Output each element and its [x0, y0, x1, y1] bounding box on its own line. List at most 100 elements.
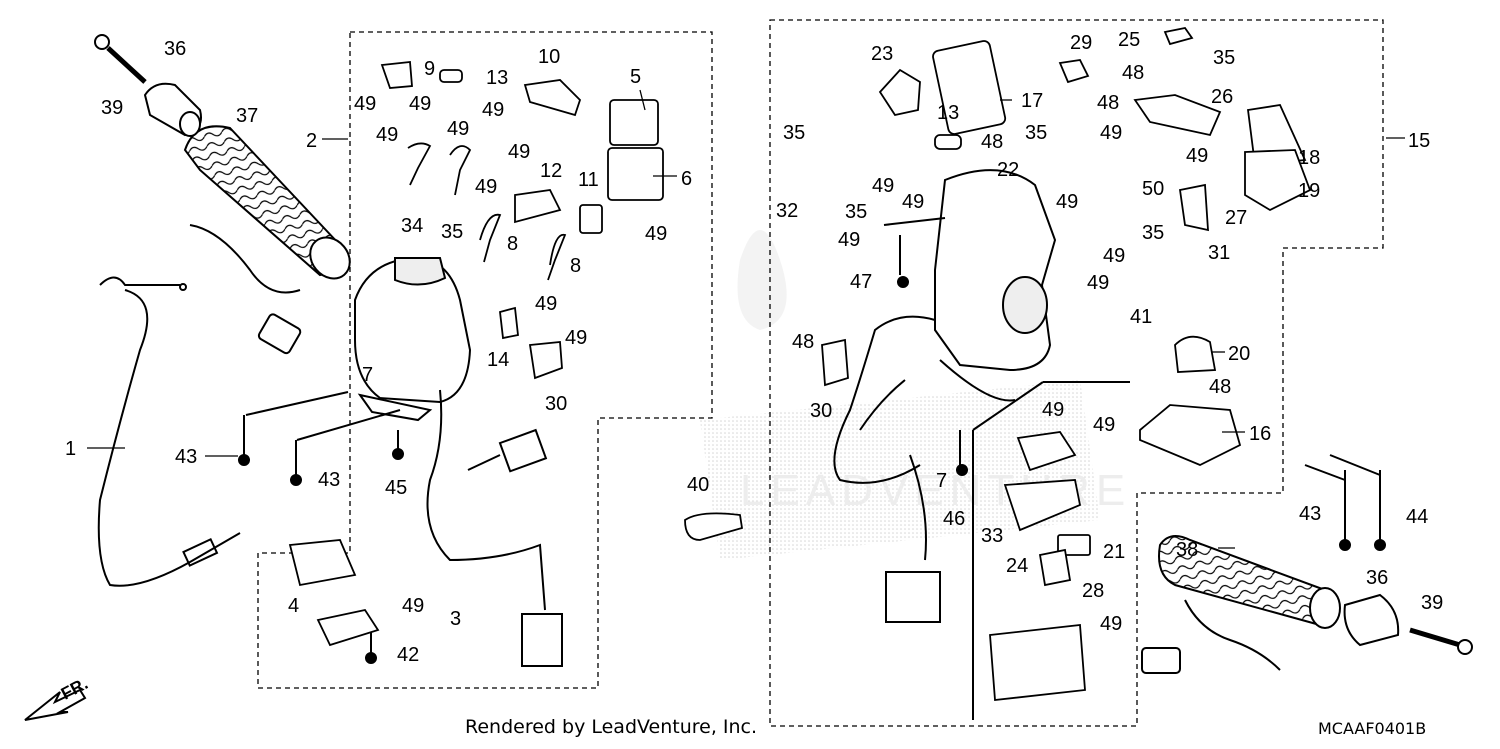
callout: 32 — [776, 200, 798, 222]
callout: 44 — [1406, 506, 1428, 528]
callout: 50 — [1142, 178, 1164, 200]
leader-lines — [87, 89, 1405, 549]
callout: 33 — [981, 525, 1003, 547]
callout: 13 — [486, 67, 508, 89]
callout: 24 — [1006, 555, 1028, 577]
callout: 34 — [401, 215, 423, 237]
callout: 39 — [1421, 592, 1443, 614]
callout: 35 — [1025, 122, 1047, 144]
callout: 49 — [645, 223, 667, 245]
left-bar-end-screw — [94, 34, 147, 84]
callout: 7 — [936, 470, 947, 492]
callout: 18 — [1298, 147, 1320, 169]
throttle-cable — [97, 276, 241, 587]
callout: 47 — [850, 271, 872, 293]
callout: 45 — [385, 477, 407, 499]
callout: 49 — [1103, 245, 1125, 267]
callout: 49 — [1100, 122, 1122, 144]
right-bolts — [883, 217, 1386, 551]
callout: 36 — [164, 38, 186, 60]
callout: 48 — [792, 331, 814, 353]
callout: 30 — [810, 400, 832, 422]
callout: 5 — [630, 66, 641, 88]
callout: 2 — [306, 130, 317, 152]
left-bar-end-weight — [143, 82, 202, 137]
callout: 49 — [508, 141, 530, 163]
callout: 35 — [845, 201, 867, 223]
callout: 49 — [565, 327, 587, 349]
callout: 38 — [1176, 539, 1198, 561]
callout: 42 — [397, 644, 419, 666]
callout: 48 — [1209, 376, 1231, 398]
left-handlebar-grip — [183, 125, 351, 355]
callout: 3 — [450, 608, 461, 630]
callout: 49 — [1186, 145, 1208, 167]
right-switch-housing — [833, 169, 1057, 623]
callout: 14 — [487, 349, 509, 371]
callout: 11 — [578, 169, 599, 191]
callout: 49 — [1100, 613, 1122, 635]
right-handlebar-grip — [1141, 535, 1341, 674]
callout: 16 — [1249, 423, 1271, 445]
callout: 15 — [1408, 130, 1430, 152]
callout: 49 — [447, 118, 469, 140]
callout: 48 — [981, 131, 1003, 153]
callout: 17 — [1021, 90, 1043, 112]
callout: 36 — [1366, 567, 1388, 589]
callout: 49 — [354, 93, 376, 115]
left-small-parts — [288, 61, 664, 647]
callout: 25 — [1118, 29, 1140, 51]
callout: 13 — [937, 102, 959, 124]
callout: 10 — [538, 46, 560, 68]
callout: 8 — [570, 255, 581, 277]
left-bolts — [238, 391, 404, 664]
callout: 49 — [872, 175, 894, 197]
diagram-code: MCAAF0401B — [1318, 719, 1427, 738]
callout: 9 — [424, 58, 435, 80]
callout: 43 — [318, 469, 340, 491]
callout: 23 — [871, 43, 893, 65]
callout: 4 — [288, 595, 299, 617]
callout: 21 — [1103, 541, 1125, 563]
front-direction-arrow-icon — [24, 688, 87, 721]
callout: 35 — [1142, 222, 1164, 244]
callout: 27 — [1225, 207, 1247, 229]
callout: 8 — [507, 233, 518, 255]
callout: 49 — [1087, 272, 1109, 294]
callout: 49 — [1042, 399, 1064, 421]
callout: 29 — [1070, 32, 1092, 54]
right-bar-end-weight — [1343, 593, 1400, 647]
render-credit: Rendered by LeadVenture, Inc. — [465, 716, 758, 738]
right-bar-end-screw — [1409, 627, 1473, 655]
callout: 1 — [65, 438, 76, 460]
callout: 43 — [175, 446, 197, 468]
callout: 7 — [362, 364, 373, 386]
callout: 49 — [902, 191, 924, 213]
callout: 30 — [545, 393, 567, 415]
callout: 49 — [409, 93, 431, 115]
callout: 49 — [402, 595, 424, 617]
callout: 37 — [236, 105, 258, 127]
right-switch-group-box — [769, 19, 1384, 727]
left-switch-housing — [354, 256, 563, 667]
callout: 12 — [540, 160, 562, 182]
callout: 43 — [1299, 503, 1321, 525]
callout: 49 — [482, 99, 504, 121]
callout: 49 — [838, 229, 860, 251]
callout: 49 — [475, 176, 497, 198]
callout: 26 — [1211, 86, 1233, 108]
callout-labels: 39 36 37 1 43 43 45 4 49 3 42 2 7 9 13 1… — [65, 29, 1443, 666]
callout: 35 — [1213, 47, 1235, 69]
callout: 22 — [997, 159, 1019, 181]
callout: 49 — [376, 124, 398, 146]
callout: 48 — [1097, 92, 1119, 114]
callout: 35 — [783, 122, 805, 144]
callout: 35 — [441, 221, 463, 243]
callout: 6 — [681, 168, 692, 190]
callout: 31 — [1208, 242, 1230, 264]
callout: 46 — [943, 508, 965, 530]
callout: 49 — [535, 293, 557, 315]
callout: 49 — [1093, 414, 1115, 436]
callout: 41 — [1130, 306, 1152, 328]
